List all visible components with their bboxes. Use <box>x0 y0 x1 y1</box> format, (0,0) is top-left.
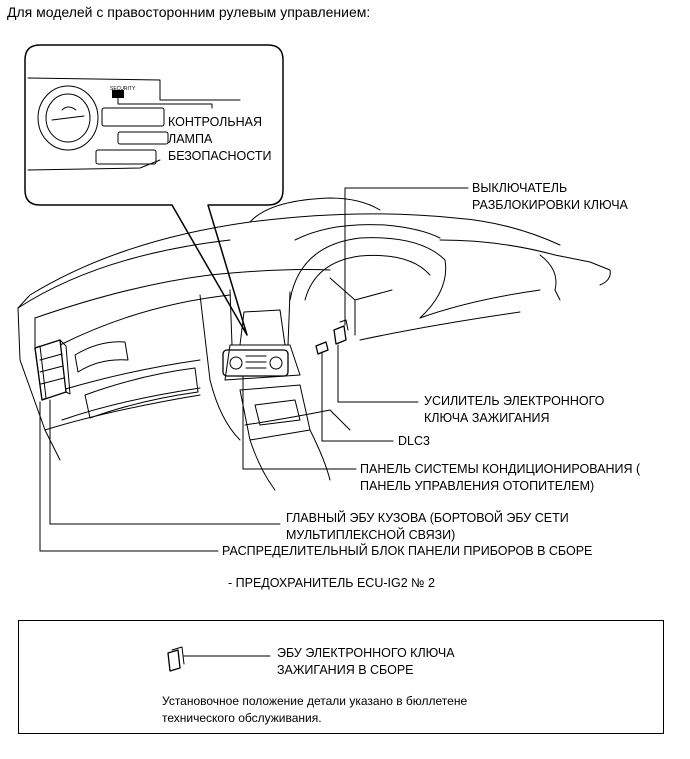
legend-ecu-icon <box>167 646 271 672</box>
ac-panel-label-2: ПАНЕЛЬ УПРАВЛЕНИЯ ОТОПИТЕЛЕМ) <box>360 479 595 493</box>
page-title: Для моделей с правосторонним рулевым упр… <box>7 4 371 20</box>
body-ecu-label-1: ГЛАВНЫЙ ЭБУ КУЗОВА (БОРТОВОЙ ЭБУ СЕТИ <box>286 511 569 525</box>
dlc3-label: DLC3 <box>398 434 430 448</box>
legend-note-2: технического обслуживания. <box>162 711 322 725</box>
security-lamp-label-3: БЕЗОПАСНОСТИ <box>168 149 272 163</box>
leader-lines <box>39 187 469 552</box>
security-lamp-label-2: ЛАМПА <box>168 132 213 146</box>
fuse-label: - ПРЕДОХРАНИТЕЛЬ ECU-IG2 № 2 <box>228 576 435 590</box>
legend-box <box>18 620 664 734</box>
security-lamp-label-1: КОНТРОЛЬНАЯ <box>168 115 262 129</box>
junction-block-label: РАСПРЕДЕЛИТЕЛЬНЫЙ БЛОК ПАНЕЛИ ПРИБОРОВ В… <box>222 544 593 558</box>
legend-note-1: Установочное положение детали указано в … <box>162 694 468 708</box>
legend-ecu-label-2: ЗАЖИГАНИЯ В СБОРЕ <box>277 663 414 677</box>
body-ecu-label-2: МУЛЬТИПЛЕКСНОЙ СВЯЗИ) <box>286 528 456 542</box>
unlock-switch-label-1: ВЫКЛЮЧАТЕЛЬ <box>472 181 568 195</box>
callout-magnified-view <box>24 44 284 336</box>
amplifier-label-1: УСИЛИТЕЛЬ ЭЛЕКТРОННОГО <box>424 394 605 408</box>
legend-ecu-label-1: ЭБУ ЭЛЕКТРОННОГО КЛЮЧА <box>277 646 455 660</box>
amplifier-label-2: КЛЮЧА ЗАЖИГАНИЯ <box>424 411 550 425</box>
dashboard-outline <box>17 197 611 491</box>
dlc3-part <box>315 341 329 355</box>
unlock-switch-label-2: РАЗБЛОКИРОВКИ КЛЮЧА <box>472 198 628 212</box>
junction-block-body-ecu <box>34 339 71 401</box>
ac-panel-label-1: ПАНЕЛЬ СИСТЕМЫ КОНДИЦИОНИРОВАНИЯ ( <box>360 462 641 476</box>
key-unlock-switch-part <box>333 319 349 345</box>
security-small-label: SECURITY <box>110 86 136 92</box>
